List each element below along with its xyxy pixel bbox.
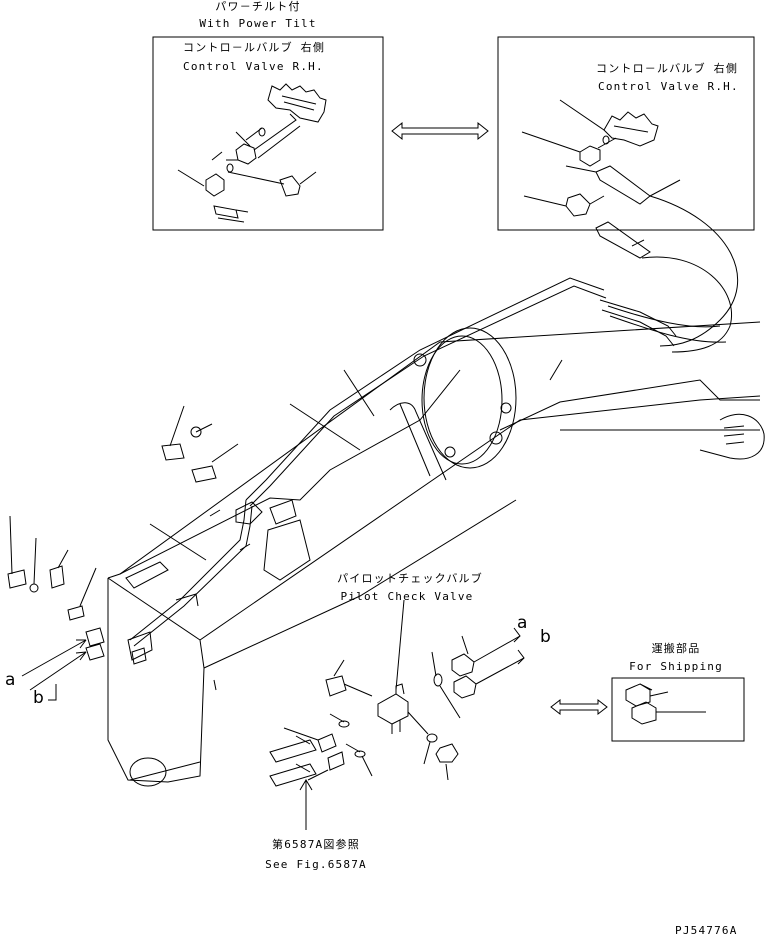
pilot-check-valve-en: Pilot Check Valve [340, 590, 474, 603]
inset-right-parts [522, 100, 738, 352]
top-title-en: With Power Tilt [199, 17, 317, 30]
ab-arrows-left [22, 640, 86, 700]
inset-left-frame [153, 37, 383, 230]
boom-body [108, 322, 764, 786]
see-fig-jp: 第6587A図参照 [272, 838, 360, 851]
inset-left-parts [178, 84, 326, 222]
top-title-jp: パワ－チルト付 [215, 0, 301, 13]
marker-a-left: a [5, 670, 16, 690]
see-fig-en: See Fig.6587A [265, 858, 367, 871]
left-leaders [10, 360, 562, 606]
drawing-number: PJ54776A [675, 924, 738, 937]
shipping-frame [612, 678, 744, 741]
shipping-parts [626, 684, 706, 724]
pilot-check-valve-jp: パイロットチェックバルブ [337, 572, 483, 585]
inset-right-frame [498, 37, 754, 230]
double-arrow-shipping [551, 700, 607, 714]
inset-left-title-en: Control Valve R.H. [183, 60, 324, 73]
double-arrow-top [392, 123, 488, 139]
inset-right-title-en: Control Valve R.H. [598, 80, 739, 93]
marker-b-right: b [540, 627, 551, 647]
for-shipping-jp: 運搬部品 [651, 642, 701, 655]
marker-a-right: a [517, 613, 528, 633]
inset-left-title-jp: コントロ－ルバルブ 右側 [183, 41, 326, 54]
marker-b-left: b [33, 688, 44, 708]
for-shipping-en: For Shipping [629, 660, 723, 673]
pilot-check-valve-assy [270, 600, 524, 830]
inset-right-title-jp: コントロ－ルバルブ 右側 [596, 62, 739, 75]
